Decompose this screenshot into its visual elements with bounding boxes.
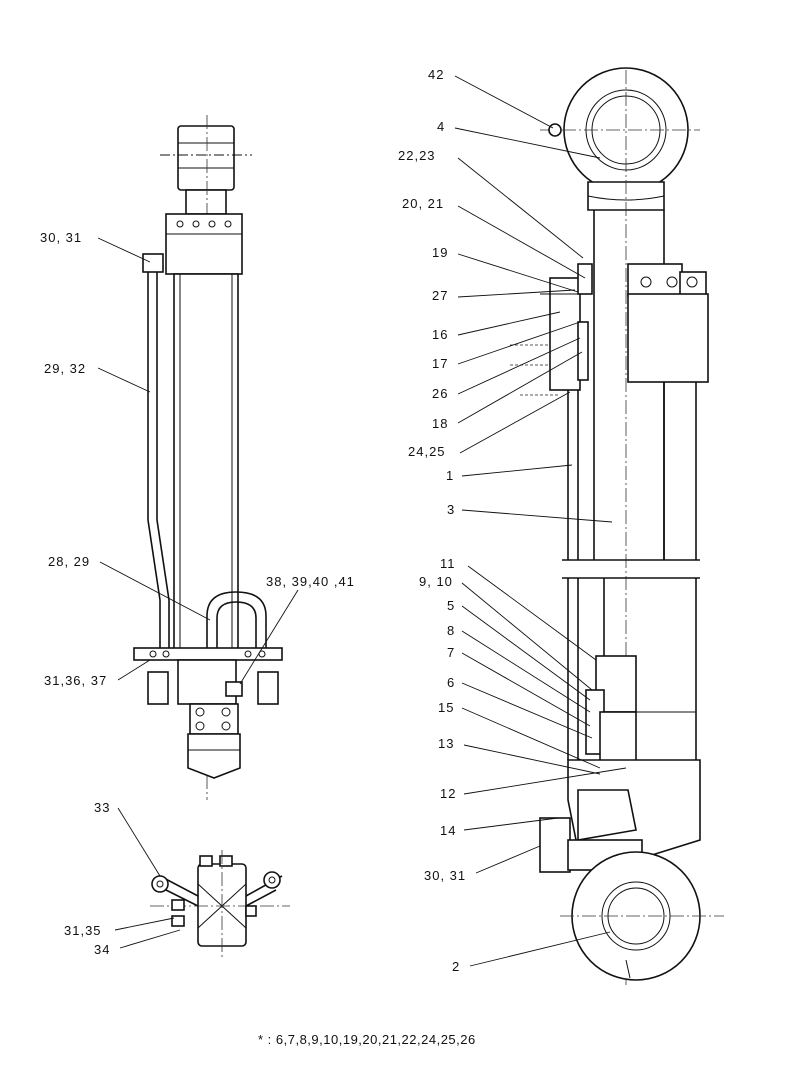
label-30-31-right: 30, 31 [424, 868, 466, 883]
label-6: 6 [447, 675, 455, 690]
label-30-31-left: 30, 31 [40, 230, 82, 245]
label-9-10: 9, 10 [419, 574, 453, 589]
label-18: 18 [432, 416, 448, 431]
label-42: 42 [428, 67, 444, 82]
label-7: 7 [447, 645, 455, 660]
label-13: 13 [438, 736, 454, 751]
label-38-41: 38, 39,40 ,41 [266, 574, 355, 589]
label-14: 14 [440, 823, 456, 838]
label-27: 27 [432, 288, 448, 303]
leader-lines [97, 75, 627, 967]
end-view [150, 850, 290, 960]
label-19: 19 [432, 245, 448, 260]
label-28-29: 28, 29 [48, 554, 90, 569]
label-31-36-37: 31,36, 37 [44, 673, 107, 688]
label-1: 1 [446, 468, 454, 483]
callout-labels: 42 4 22,23 20, 21 19 27 16 17 26 18 24,2… [40, 67, 466, 974]
label-31-35: 31,35 [64, 923, 102, 938]
label-3: 3 [447, 502, 455, 517]
footnote-part-list: * : 6,7,8,9,10,19,20,21,22,24,25,26 [258, 1032, 476, 1047]
label-33: 33 [94, 800, 110, 815]
label-29-32: 29, 32 [44, 361, 86, 376]
label-12: 12 [440, 786, 456, 801]
label-8: 8 [447, 623, 455, 638]
label-26: 26 [432, 386, 448, 401]
label-34: 34 [94, 942, 110, 957]
label-2: 2 [452, 959, 460, 974]
right-cylinder-section [510, 67, 724, 985]
left-cylinder-view [133, 115, 283, 800]
label-5: 5 [447, 598, 455, 613]
label-16: 16 [432, 327, 448, 342]
label-17: 17 [432, 356, 448, 371]
label-20-21: 20, 21 [402, 196, 444, 211]
label-24-25: 24,25 [408, 444, 446, 459]
label-4: 4 [437, 119, 445, 134]
label-22-23: 22,23 [398, 148, 436, 163]
label-15: 15 [438, 700, 454, 715]
label-11: 11 [440, 556, 456, 571]
